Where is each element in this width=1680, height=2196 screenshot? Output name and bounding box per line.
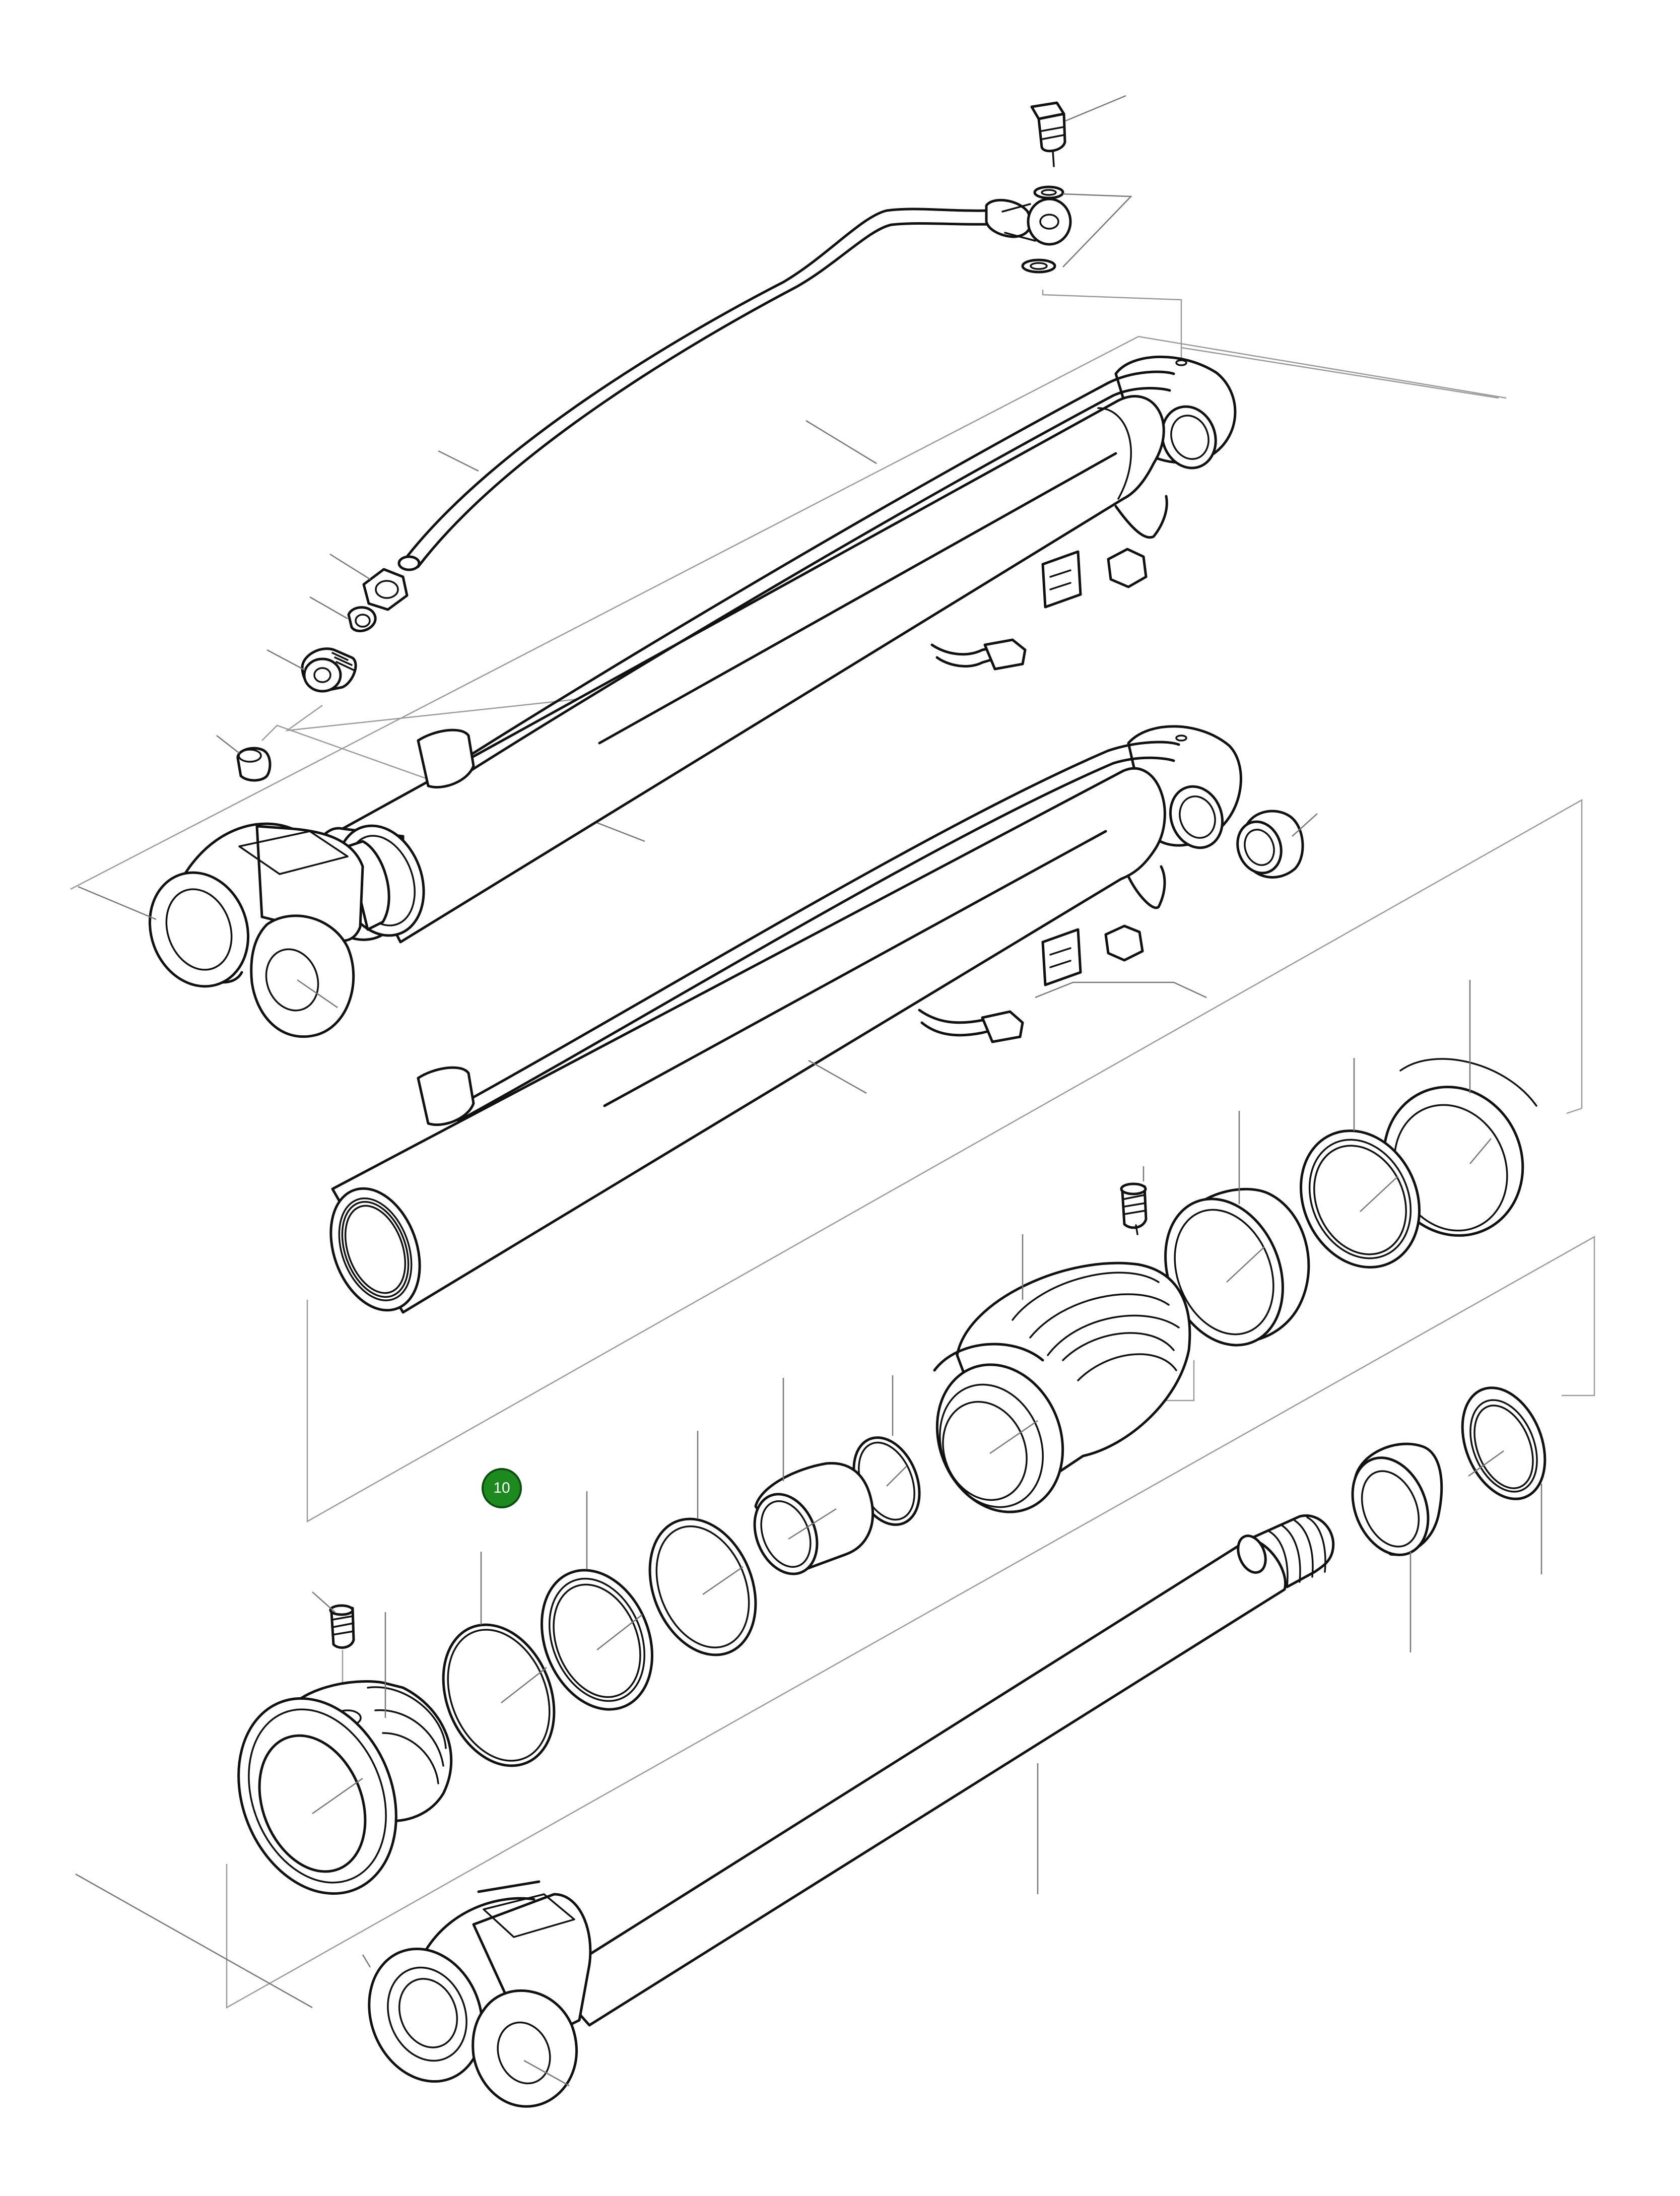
leader-gland-inner (312, 1777, 363, 1815)
spacer[interactable] (744, 1461, 875, 1583)
banjo-bolt[interactable] (1030, 101, 1066, 167)
leader-wiper-ring-inner (501, 1667, 547, 1703)
leader-wiper-ring-outer-inner (1468, 1450, 1504, 1477)
set-screw-piston[interactable] (1120, 1182, 1148, 1235)
leader-clevis-upper (297, 979, 338, 1009)
cylinder-assembly[interactable] (134, 355, 1237, 1038)
olive[interactable] (347, 606, 377, 633)
leader-set-screw-gland (312, 1591, 335, 1613)
leader-guide-ring-inner (1360, 1176, 1398, 1212)
leader-clevis-lower (523, 2059, 570, 2087)
guide-ring[interactable] (1279, 1111, 1441, 1287)
leader-adapter-union (266, 649, 305, 671)
wiper-ring-outer[interactable] (1447, 1375, 1560, 1511)
group-frame-rod (226, 1235, 1595, 2009)
adapter-union[interactable] (301, 647, 357, 693)
leader-port-top (1042, 290, 1182, 363)
leader-clevis-bushing (362, 1954, 371, 1968)
pipe-nut[interactable] (362, 568, 409, 611)
rod-seal-outer[interactable] (1339, 1442, 1443, 1566)
leader-spacer-inner (788, 1508, 837, 1540)
leader-rod-eye-upper (78, 886, 157, 920)
leader-rod-seal-inner (596, 1614, 643, 1650)
leader-washers (1062, 193, 1132, 268)
leader-piston-inner (989, 1420, 1038, 1454)
grease-cap[interactable] (236, 747, 272, 782)
sealing-washer-upper[interactable] (1033, 185, 1064, 199)
leader-bush (1292, 813, 1318, 837)
callout-badge-10[interactable]: 10 (482, 1468, 522, 1508)
group-frame-cylinder (70, 336, 1507, 1402)
leader-banjo-pipe (438, 450, 479, 472)
leader-o-ring-inner (886, 1466, 907, 1487)
set-screw-gland[interactable] (329, 1604, 355, 1649)
leader-bracket (1035, 981, 1207, 999)
leader-rod-eye-lower (75, 1873, 313, 2009)
leader-olive (309, 596, 348, 620)
leader-seal-ring-inner (1226, 1246, 1265, 1283)
leader-cylinder-assembly (805, 420, 877, 464)
gland[interactable] (211, 1675, 453, 1917)
leader-part-cylinder-top (1181, 347, 1499, 399)
wiper-ring[interactable] (423, 1608, 574, 1782)
backup-ring[interactable] (631, 1503, 775, 1671)
piston[interactable] (916, 1261, 1191, 1531)
leader-banjo-bolt (1065, 95, 1126, 122)
banjo-pipe[interactable] (397, 197, 1072, 571)
leader-grease-cap (216, 735, 240, 754)
piston-rod[interactable] (350, 1514, 1335, 2108)
leader-wear-ring-inner (1469, 1138, 1492, 1164)
leader-backup-ring-inner (702, 1566, 744, 1595)
leader-cylinder-barrel (808, 1059, 867, 1094)
rod-seal[interactable] (522, 1554, 672, 1726)
sealing-washer-lower[interactable] (1021, 258, 1056, 274)
group-frame-barrel (306, 798, 1583, 1523)
cylinder-barrel[interactable] (315, 725, 1242, 1323)
leader-pipe-nut (329, 553, 371, 580)
bush[interactable] (1231, 810, 1304, 879)
